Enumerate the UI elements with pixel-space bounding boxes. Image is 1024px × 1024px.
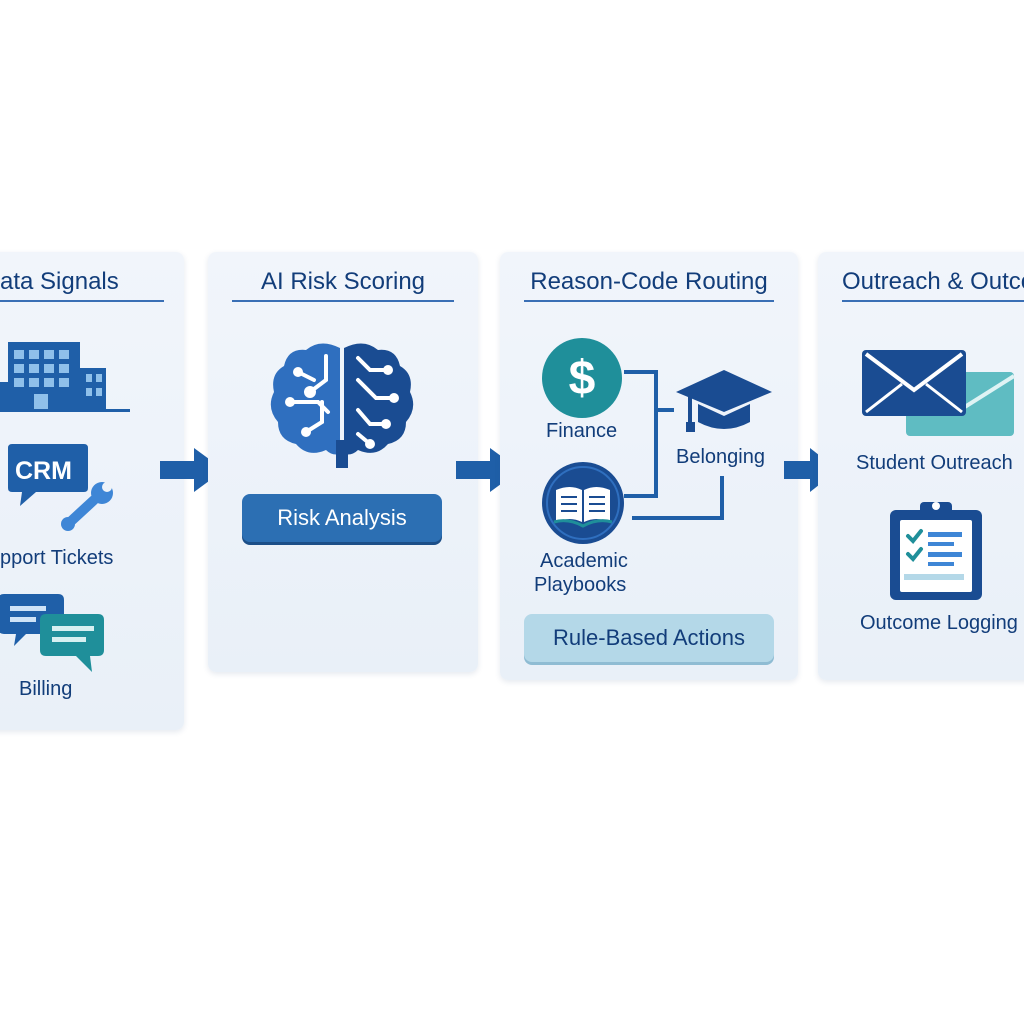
billing-label: Billing xyxy=(19,678,73,700)
title-rule xyxy=(842,300,1024,302)
crm-label: CRM xyxy=(15,457,72,485)
panel-reason-code-routing: Reason-Code Routing $ Finance Belonging … xyxy=(500,252,798,680)
brain-circuit-icon xyxy=(270,343,414,468)
panel-title-data-signals: ata Signals xyxy=(0,268,119,295)
title-rule xyxy=(524,300,774,302)
wrench-icon xyxy=(61,482,113,531)
panel-title-reason-code-routing: Reason-Code Routing xyxy=(530,268,768,295)
dollar-icon: $ xyxy=(542,338,622,418)
support-tickets-label: pport Tickets xyxy=(0,547,114,569)
outcome-logging-label: Outcome Logging xyxy=(860,612,1018,634)
building-icon xyxy=(0,342,130,412)
finance-label: Finance xyxy=(546,420,618,442)
playbooks-label: Playbooks xyxy=(534,574,627,596)
crm-chat-icon xyxy=(8,444,88,506)
title-rule xyxy=(232,300,454,302)
panel-outreach-outcomes: Outreach & Outco Student Outreach Outcom… xyxy=(818,252,1024,680)
chat-bubbles-icon xyxy=(0,594,104,672)
student-outreach-label: Student Outreach xyxy=(856,452,1013,474)
panel-title-ai-risk-scoring: AI Risk Scoring xyxy=(260,268,426,295)
envelope-icon xyxy=(862,350,1016,436)
title-rule xyxy=(0,300,164,302)
academic-label: Academic xyxy=(540,550,628,572)
routing-connector xyxy=(624,370,724,520)
svg-text:$: $ xyxy=(569,352,596,405)
panel-data-signals: ata Signals CRM pport Tickets Billin xyxy=(0,252,184,730)
panel-title-outreach: Outreach & Outco xyxy=(842,268,1024,295)
belonging-label: Belonging xyxy=(676,446,765,468)
rule-based-actions-button[interactable]: Rule-Based Actions xyxy=(524,614,774,662)
book-icon xyxy=(542,462,624,544)
risk-analysis-button[interactable]: Risk Analysis xyxy=(242,494,442,542)
clipboard-checklist-icon xyxy=(890,502,982,600)
panel-ai-risk-scoring: AI Risk Scoring Risk Analysis xyxy=(208,252,478,672)
graduation-cap-icon xyxy=(676,370,772,432)
